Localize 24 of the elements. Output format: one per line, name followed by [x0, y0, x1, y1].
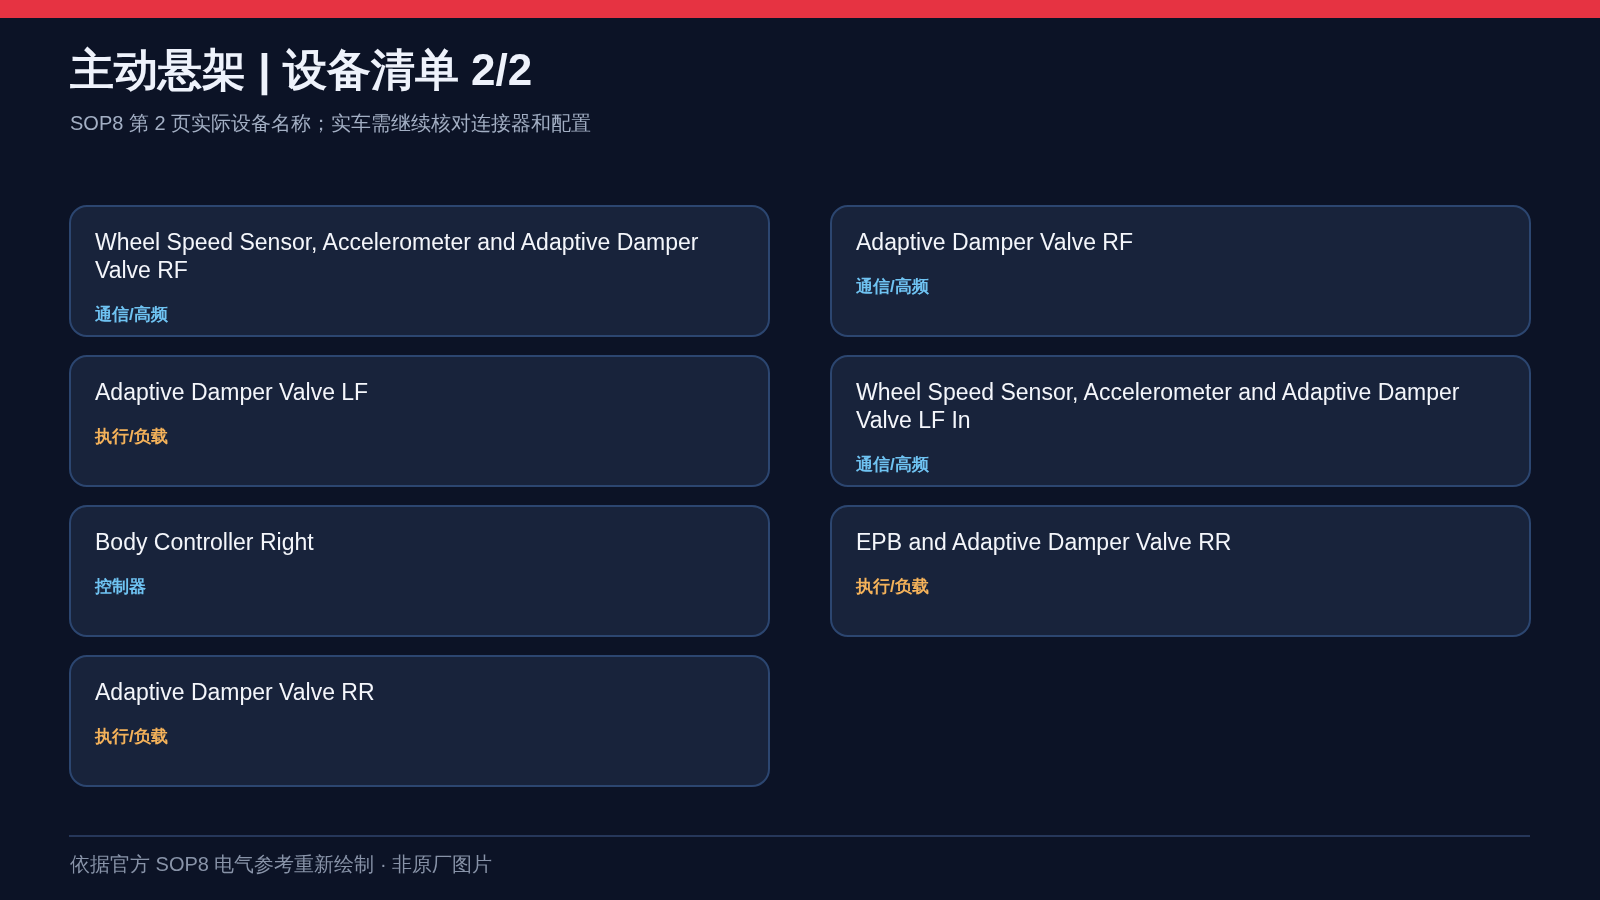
device-name: Adaptive Damper Valve RR	[95, 678, 376, 706]
device-card	[69, 505, 770, 637]
device-name: Body Controller Right	[95, 528, 315, 556]
category-label: 控制器	[95, 576, 146, 598]
device-name: Wheel Speed Sensor, Accelerometer and Adaptive Damper Valve RF	[95, 228, 700, 284]
footer-note: 依据官方 SOP8 电气参考重新绘制 · 非原厂图片	[70, 852, 493, 877]
category-label: 执行/负载	[95, 726, 168, 748]
device-name: Adaptive Damper Valve RF	[856, 228, 1134, 256]
category-label: 通信/高频	[856, 454, 929, 476]
device-card	[69, 205, 770, 337]
device-card	[830, 205, 1531, 337]
device-name: EPB and Adaptive Damper Valve RR	[856, 528, 1233, 556]
category-label: 通信/高频	[856, 276, 929, 298]
device-card	[69, 355, 770, 487]
device-card	[830, 355, 1531, 487]
device-name: Adaptive Damper Valve LF	[95, 378, 370, 406]
category-label: 执行/负载	[95, 426, 168, 448]
title: 主动悬架 | 设备清单 2/2	[70, 44, 533, 98]
device-name: Wheel Speed Sensor, Accelerometer and Adaptive Damper Valve LF In	[856, 378, 1461, 434]
category-label: 执行/负载	[856, 576, 929, 598]
category-label: 通信/高频	[95, 304, 168, 326]
device-card	[69, 655, 770, 787]
device-card	[830, 505, 1531, 637]
subtitle: SOP8 第 2 页实际设备名称；实车需继续核对连接器和配置	[70, 111, 592, 136]
